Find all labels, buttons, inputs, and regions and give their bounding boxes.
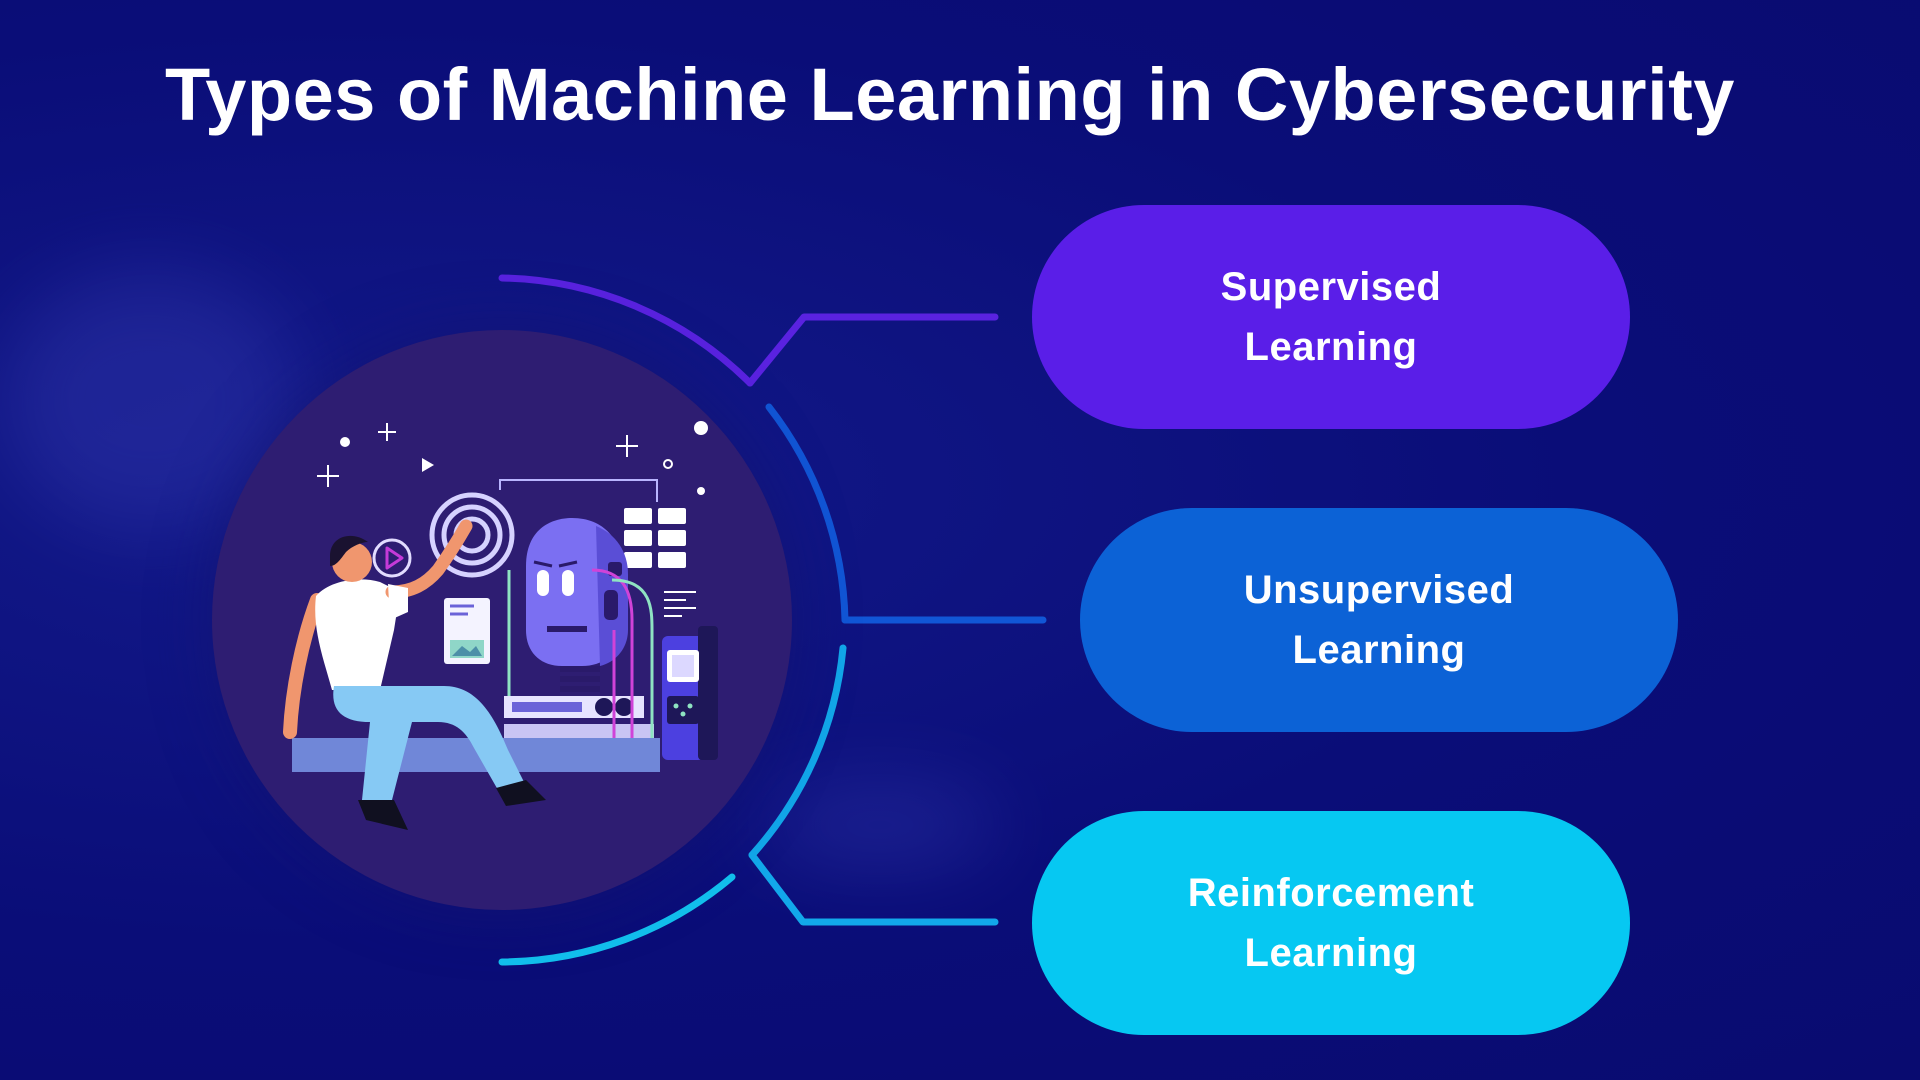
person-with-robot-illustration — [283, 421, 718, 830]
bracket-arc-lower — [748, 644, 847, 859]
bracket-arc-top — [498, 274, 754, 387]
type-label-line1: Unsupervised — [1243, 568, 1515, 612]
connector-supervised — [746, 313, 999, 387]
sparkle-icons — [317, 421, 708, 495]
server-tower-icon — [662, 626, 718, 760]
type-pill-supervised: Supervised Learning — [1032, 205, 1630, 429]
bracket-arc-bottom — [498, 873, 736, 966]
robot-head-icon — [526, 518, 628, 666]
picture-card-icon — [444, 598, 490, 664]
person-figure — [283, 519, 546, 830]
background-glow-bottom — [760, 780, 1000, 870]
type-label-line2: Learning — [1244, 931, 1418, 975]
bracket-arc-middle — [765, 403, 849, 624]
grid-panel-icon — [624, 508, 686, 568]
type-label-line1: Reinforcement — [1187, 871, 1475, 915]
play-icon — [372, 538, 412, 578]
type-label-line2: Learning — [1292, 628, 1466, 672]
page-title: Types of Machine Learning in Cybersecuri… — [165, 53, 1735, 136]
type-label-line2: Learning — [1244, 325, 1418, 369]
type-label-line1: Supervised — [1220, 265, 1442, 309]
connector-reinforcement — [748, 851, 999, 926]
type-pill-unsupervised: Unsupervised Learning — [1080, 508, 1678, 732]
type-pill-reinforcement: Reinforcement Learning — [1032, 811, 1630, 1035]
